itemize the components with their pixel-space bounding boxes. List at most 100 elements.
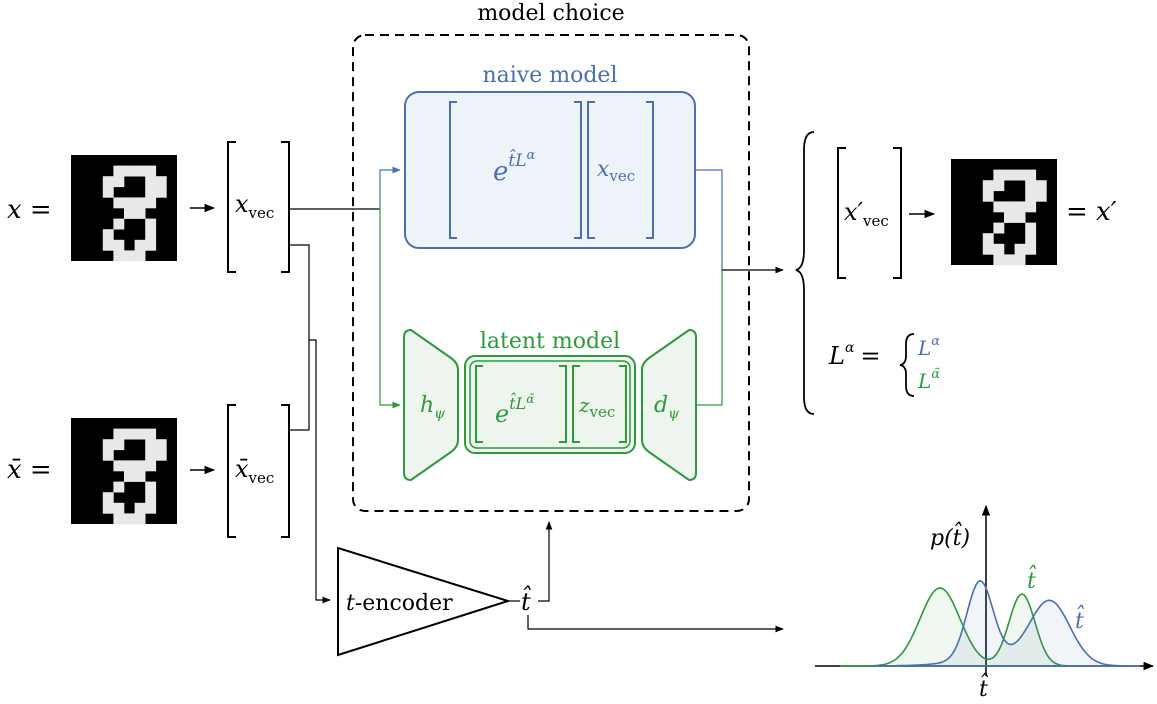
digit-pixel [145,460,157,472]
digit-pixel [145,428,157,440]
digit-pixel [113,439,125,451]
digit-pixel [1004,169,1015,181]
digit-pixel [113,428,125,440]
latent-decoder-label: dψ [654,393,680,422]
density-green-label: t̂ [1027,565,1037,594]
digit-pixel [124,165,135,177]
density-blue-label: t̂ [1075,605,1085,634]
digit-pixel [113,176,125,188]
digit-pixel [1025,222,1037,234]
digit-pixel [993,180,1005,192]
digit-pixel [102,502,114,514]
digit-pixel [134,239,146,251]
latent-vec-label: zvec [578,393,615,421]
output-digit-xprime [951,159,1057,266]
naive-exp-bracket [449,101,582,239]
digit-pixel [1014,254,1026,266]
digit-pixel [1025,243,1037,255]
digit-pixel [145,502,157,514]
naive-vec-label: xvec [597,157,635,185]
t-encoder-label: t-encoder [346,591,453,616]
latent-decoder-shape [641,328,697,482]
digit-pixel [134,165,146,177]
digit-pixel [102,186,114,198]
digit-pixel [113,481,125,493]
digit-pixel [145,186,157,198]
latent-exp-label: et̂Lα̃ [495,392,534,428]
naive-model-title: naive model [482,63,617,88]
digit-pixel [102,229,114,241]
digit-pixel [134,428,146,440]
digit-pixel [1025,190,1037,202]
digit-pixel [1025,169,1037,181]
digit-pixel [1025,201,1037,213]
arrow-that-to-density [527,615,784,633]
digit-pixel [134,460,146,472]
digit-pixel [993,169,1005,181]
digit-pixel [145,197,157,209]
latent-encoder-label: hψ [420,393,446,422]
density-plot: p(t̂) t̂ t̂ t̂ [815,504,1155,702]
xbarvec-label: x̄vec [235,455,274,487]
digit-pixel [982,190,994,202]
digit-pixel [124,471,135,482]
digit-pixel [145,165,157,177]
digit-pixel [982,180,994,192]
digit-pixel [1004,254,1015,266]
digit-pixel [982,233,994,245]
digit-pixel [145,218,157,230]
digit-pixel [1035,190,1047,202]
digit-pixel [155,449,167,461]
digit-pixel [134,250,146,262]
connector-xvec-down [289,244,331,604]
input-digit-x [71,155,177,262]
digit-pixel [124,513,135,525]
digit-pixel [124,197,135,209]
digit-pixel [134,513,146,525]
digit-pixel [113,165,125,177]
digit-pixel [993,243,1005,255]
connector-naive-out [695,169,723,270]
xvec-label: xvec [235,190,274,222]
xprime-vec-bracket [837,147,902,279]
latent-core-box-inner [469,360,631,449]
digit-pixel [145,492,157,504]
naive-model-box [404,91,696,249]
digit-pixel [155,439,167,451]
digit-pixel [124,208,135,219]
digit-pixel [113,250,125,262]
digit-pixel [1014,201,1026,213]
digit-pixel [993,201,1005,213]
digit-pixel [113,502,125,514]
digit-pixel [145,239,157,251]
digit-pixel [145,176,157,188]
digit-pixel [1004,212,1015,223]
connector-xbarvec-join [289,340,310,431]
input-digit-xbar [71,418,177,525]
naive-vec-bracket [587,101,654,239]
digit-pixel [1004,201,1015,213]
latent-encoder-shape [403,328,459,482]
digit-pixel [145,439,157,451]
digit-pixel [124,460,135,472]
digit-pixel [155,186,167,198]
digit-pixel [155,176,167,188]
cases-brace [899,333,915,397]
digit-pixel [1014,243,1026,255]
arrow-that-to-model-choice [538,521,553,602]
connector-latent-out [696,270,723,406]
digit-pixel [113,218,125,230]
digit-pixel [124,428,135,440]
output-brace [795,131,815,415]
L-alpha-lhs: Lα= [828,340,881,370]
density-xlabel: t̂ [979,673,989,702]
digit-pixel [113,513,125,525]
case-latent-L: Lα̃ [917,367,940,393]
digit-pixel [113,239,125,251]
digit-pixel [993,222,1005,234]
xprime-vec-label: x′vec [844,198,889,230]
xprime-equals-label: = x′ [1066,197,1117,227]
digit-pixel [134,208,146,219]
xbarvec-bracket [227,404,290,538]
